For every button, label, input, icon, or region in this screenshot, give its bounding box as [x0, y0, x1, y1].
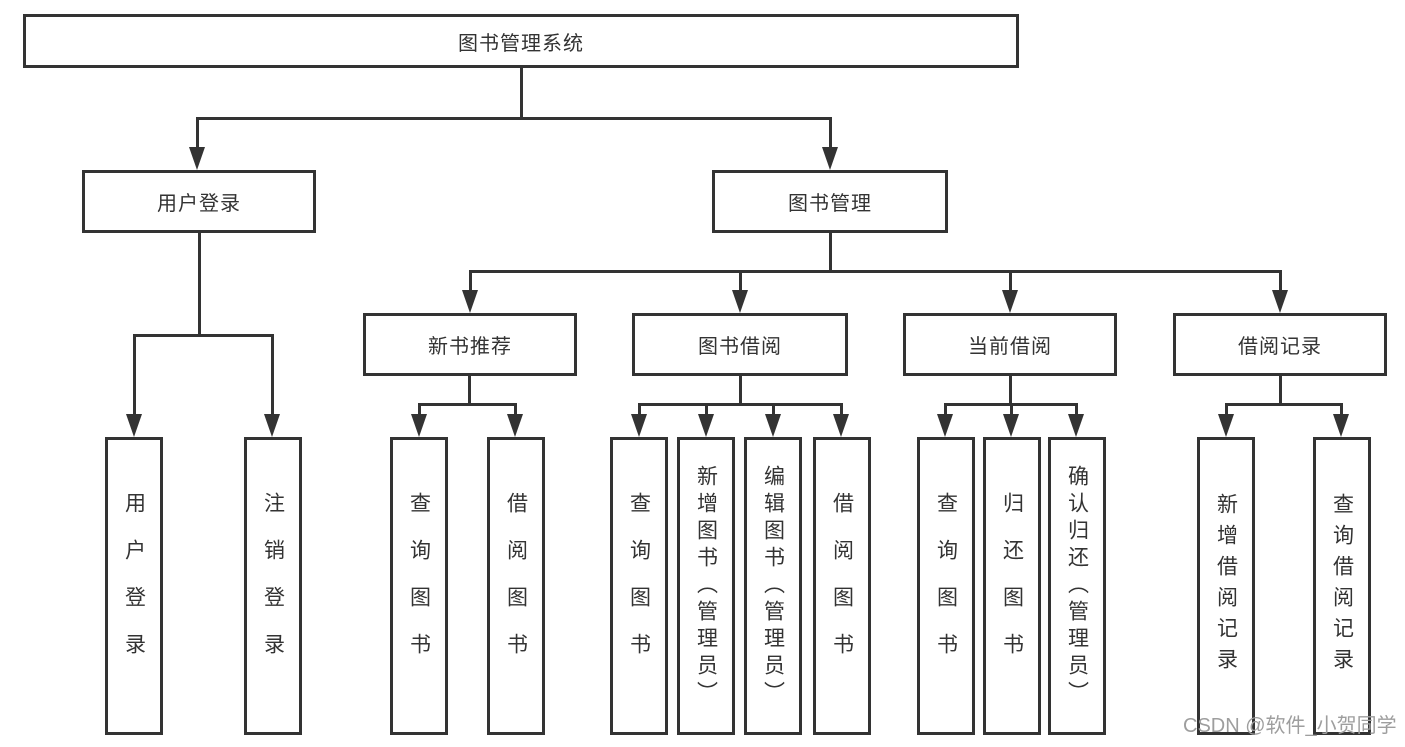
leaf-query-book-current: 查询图书	[917, 437, 975, 735]
leaf-borrow-book: 借阅图书	[813, 437, 871, 735]
arrow-down-icon	[1003, 414, 1019, 437]
node-label: 编辑图书（管理员）	[761, 464, 785, 708]
leaf-add-borrow-record: 新增借阅记录	[1197, 437, 1255, 735]
node-label: 查询借阅记录	[1330, 493, 1354, 679]
connector-book-borrow-bus	[638, 403, 843, 406]
leaf-query-book-recommend: 查询图书	[390, 437, 448, 735]
arrow-down-icon	[264, 414, 280, 437]
connector-root-stem	[520, 67, 523, 119]
node-current-borrow: 当前借阅	[903, 313, 1117, 376]
arrow-down-icon	[732, 290, 748, 313]
arrow-down-icon	[1218, 414, 1234, 437]
arrow-down-icon	[631, 414, 647, 437]
arrow-down-icon	[1002, 290, 1018, 313]
arrow-down-icon	[765, 414, 781, 437]
connector-to-leaf	[1075, 403, 1078, 415]
leaf-logout-login: 注销登录	[244, 437, 302, 735]
connector-to-leaf	[418, 403, 421, 415]
connector-user-login-bus	[133, 334, 274, 337]
connector-to-leaf	[133, 334, 136, 414]
leaf-query-book-borrow: 查询图书	[610, 437, 668, 735]
connector-to-leaf	[705, 403, 708, 415]
node-book-management: 图书管理	[712, 170, 948, 233]
node-label: 查询图书	[627, 492, 651, 680]
node-label: 用户登录	[122, 492, 146, 680]
node-book-borrow: 图书借阅	[632, 313, 848, 376]
arrow-down-icon	[937, 414, 953, 437]
node-label: 用户登录	[157, 193, 241, 215]
connector-to-leaf	[772, 403, 775, 415]
watermark: CSDN @软件_小贺同学	[1183, 715, 1397, 737]
connector-to-leaf	[514, 403, 517, 415]
node-user-login: 用户登录	[82, 170, 316, 233]
node-borrow-record: 借阅记录	[1173, 313, 1387, 376]
leaf-borrow-book-recommend: 借阅图书	[487, 437, 545, 735]
connector-to-book-management	[829, 117, 832, 149]
connector-new-book-bus	[418, 403, 517, 406]
connector-to-borrow-record	[1279, 270, 1282, 291]
arrow-down-icon	[822, 147, 838, 170]
leaf-edit-book-admin: 编辑图书（管理员）	[744, 437, 802, 735]
node-label: 当前借阅	[968, 336, 1052, 358]
leaf-confirm-return-admin: 确认归还（管理员）	[1048, 437, 1106, 735]
connector-to-leaf	[638, 403, 641, 415]
node-label: 确认归还（管理员）	[1065, 464, 1089, 708]
connector-book-borrow-stem	[739, 375, 742, 406]
connector-to-user-login	[196, 117, 199, 149]
leaf-add-book-admin: 新增图书（管理员）	[677, 437, 735, 735]
connector-root-bus	[196, 117, 832, 120]
connector-to-new-book	[469, 270, 472, 291]
arrow-down-icon	[126, 414, 142, 437]
node-label: 图书管理	[788, 193, 872, 215]
connector-to-leaf	[1340, 403, 1343, 415]
arrow-down-icon	[462, 290, 478, 313]
arrow-down-icon	[1333, 414, 1349, 437]
arrow-down-icon	[1068, 414, 1084, 437]
node-new-book-recommend: 新书推荐	[363, 313, 577, 376]
node-label: 借阅图书	[504, 492, 528, 680]
connector-to-current-borrow	[1009, 270, 1012, 291]
node-label: 查询图书	[934, 492, 958, 680]
leaf-query-borrow-record: 查询借阅记录	[1313, 437, 1371, 735]
connector-to-leaf	[271, 334, 274, 414]
node-label: 借阅图书	[830, 492, 854, 680]
node-label: 借阅记录	[1238, 336, 1322, 358]
connector-to-leaf	[944, 403, 947, 415]
connector-to-leaf	[840, 403, 843, 415]
arrow-down-icon	[507, 414, 523, 437]
node-label: 图书管理系统	[458, 32, 584, 55]
connector-borrow-record-stem	[1279, 375, 1282, 406]
connector-book-management-stem	[829, 232, 832, 273]
node-label: 查询图书	[407, 492, 431, 680]
node-label: 图书借阅	[698, 336, 782, 358]
node-label: 新增图书（管理员）	[694, 464, 718, 708]
connector-to-leaf	[1010, 403, 1013, 415]
arrow-down-icon	[698, 414, 714, 437]
connector-current-borrow-stem	[1009, 375, 1012, 406]
node-label: 注销登录	[261, 492, 285, 680]
arrow-down-icon	[1272, 290, 1288, 313]
leaf-return-book: 归还图书	[983, 437, 1041, 735]
node-label: 新书推荐	[428, 336, 512, 358]
arrow-down-icon	[833, 414, 849, 437]
connector-to-leaf	[1225, 403, 1228, 415]
arrow-down-icon	[411, 414, 427, 437]
connector-user-login-stem	[198, 232, 201, 337]
node-label: 新增借阅记录	[1214, 493, 1238, 679]
connector-new-book-stem	[468, 375, 471, 406]
node-label: 归还图书	[1000, 492, 1024, 680]
connector-borrow-record-bus	[1225, 403, 1343, 406]
connector-book-management-bus	[469, 270, 1281, 273]
node-library-management-system: 图书管理系统	[23, 14, 1019, 68]
connector-to-book-borrow	[739, 270, 742, 291]
arrow-down-icon	[189, 147, 205, 170]
leaf-user-login: 用户登录	[105, 437, 163, 735]
